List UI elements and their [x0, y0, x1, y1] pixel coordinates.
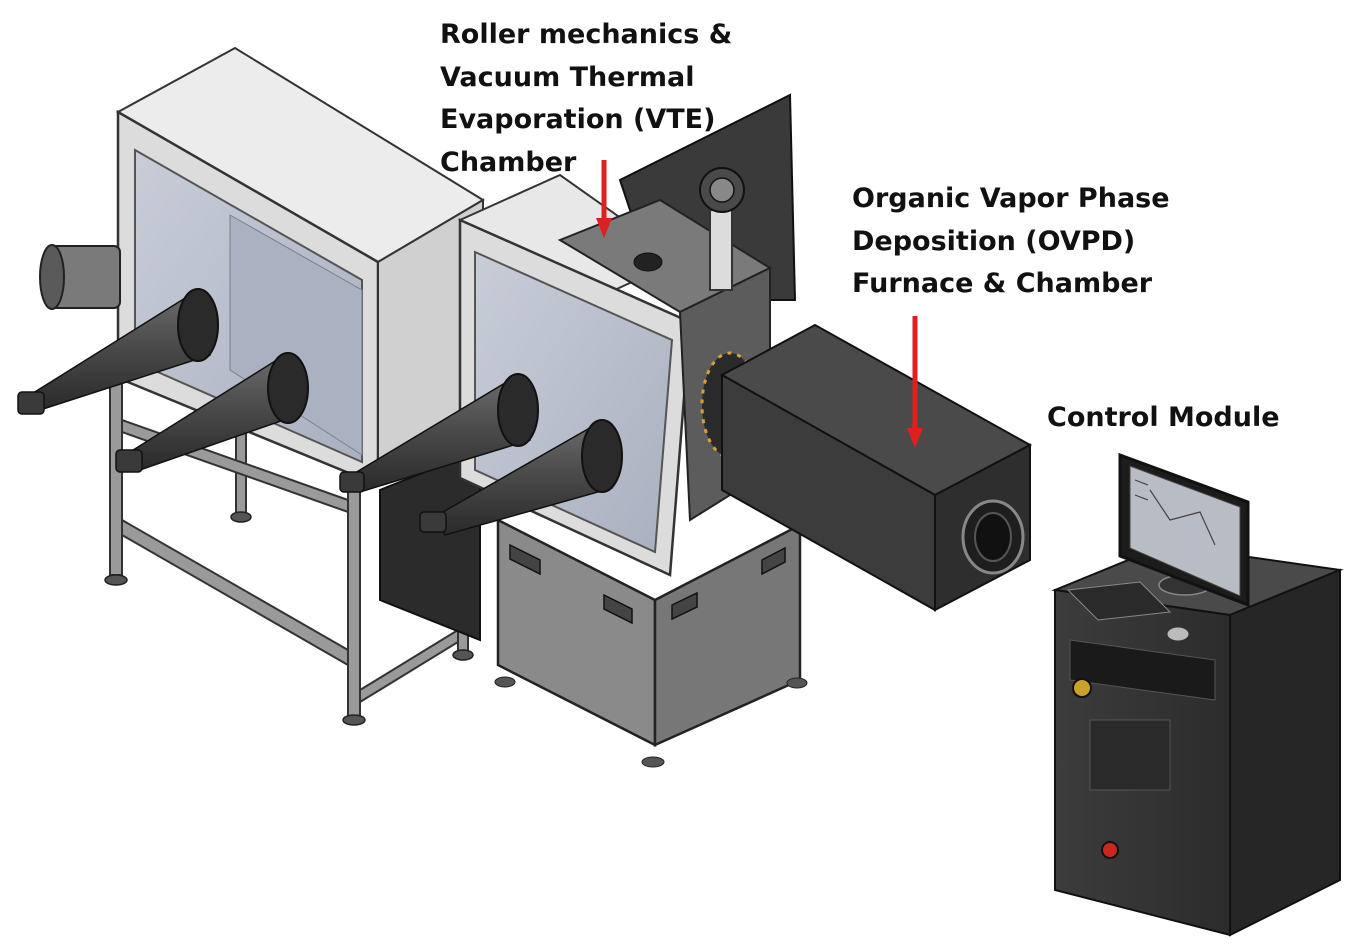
label-vte-line-3: Evaporation (VTE)	[440, 104, 716, 135]
glove-port-4	[419, 419, 623, 536]
label-vte-chamber: Roller mechanics & Vacuum Thermal Evapor…	[440, 14, 732, 184]
label-vte-line-1: Roller mechanics &	[440, 19, 733, 50]
glove-port-1	[17, 288, 219, 415]
glovebox-left-inner-wall	[229, 214, 363, 456]
label-ovpd-line-2: Deposition (OVPD)	[852, 225, 1136, 257]
arrow-ovpd	[907, 316, 923, 448]
glove-port-3	[339, 373, 539, 493]
emergency-stop-button	[1072, 678, 1092, 698]
label-ovpd-line-1: Organic Vapor Phase	[852, 183, 1170, 214]
control-side	[1229, 568, 1341, 937]
keyboard	[1066, 581, 1172, 621]
leveling-feet	[104, 511, 474, 726]
label-vte-line-4: Chamber	[440, 146, 577, 178]
power-switch	[1101, 841, 1119, 859]
glovebox-left	[17, 46, 485, 726]
label-ovpd-line-3: Furnace & Chamber	[852, 268, 1153, 299]
vte-vertical-tube	[709, 209, 733, 291]
arrow-vte	[596, 160, 612, 238]
control-vent	[1069, 639, 1216, 701]
label-vte-line-2: Vacuum Thermal	[440, 61, 695, 93]
control-module	[1051, 452, 1344, 937]
label-control-line-1: Control Module	[1047, 402, 1280, 433]
left-port-tube	[39, 244, 121, 310]
control-door-panel	[1089, 719, 1171, 791]
ovpd-furnace	[719, 323, 1033, 612]
glovebox-right	[339, 93, 808, 768]
mouse	[1166, 626, 1190, 642]
label-control-module: Control Module	[1047, 397, 1280, 440]
label-ovpd-furnace: Organic Vapor Phase Deposition (OVPD) Fu…	[852, 178, 1170, 306]
monitor-screen	[1129, 465, 1241, 597]
glove-port-2	[115, 352, 309, 473]
